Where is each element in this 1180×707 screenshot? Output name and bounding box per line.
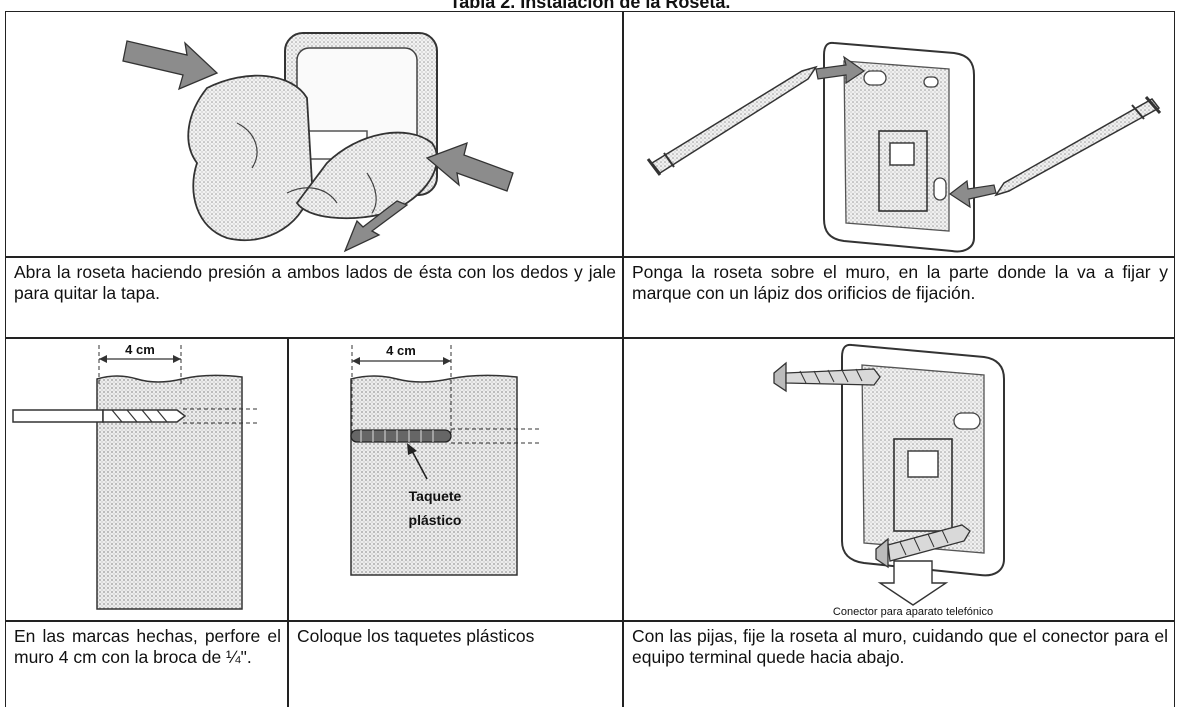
pencil-left-icon [646, 65, 818, 176]
illustration-plugs: 4 cm Taquete plástico [289, 339, 621, 619]
rosette-base-icon [823, 41, 975, 253]
press-arrow-right-icon [425, 141, 514, 192]
connector-down-arrow-icon [877, 560, 949, 606]
illustration-mark-holes [624, 13, 1174, 255]
illustration-screws: Conector para aparato telefónico [624, 339, 1174, 619]
illustration-drill: 4 cm [7, 339, 286, 619]
pointer-arrow-icon [407, 443, 428, 480]
pencil-right-icon [994, 96, 1162, 197]
wall-block-icon [350, 374, 518, 576]
hand-icon [187, 74, 438, 242]
wall-block-icon [96, 374, 243, 610]
plastic-plug-icon [350, 429, 452, 443]
vertical-divider-row2 [287, 337, 289, 707]
screw-bottom-icon [875, 524, 971, 569]
pull-arrow-down-icon [343, 200, 409, 253]
caption-plugs: Coloque los taquetes plásticos [297, 626, 535, 646]
screw-top-icon [773, 361, 881, 393]
connector-label: Conector para aparato telefónico [833, 606, 993, 618]
plug-measure-label: 4 cm [386, 343, 416, 358]
drill-measure-label: 4 cm [125, 342, 155, 357]
mark-arrow-top-icon [815, 55, 866, 85]
mark-arrow-bottom-icon [948, 179, 997, 209]
table-frame [5, 11, 1175, 707]
plug-label-line1: Taquete [409, 488, 462, 504]
caption-mark-holes: Ponga la roseta sobre el muro, en la par… [632, 262, 1168, 303]
horizontal-divider-1 [5, 256, 1175, 258]
horizontal-divider-3 [5, 620, 1175, 622]
caption-screws: Con las pijas, fije la roseta al muro, c… [632, 626, 1168, 667]
caption-open-rosette: Abra la roseta haciendo presión a ambos … [14, 262, 616, 303]
press-arrow-left-icon [122, 40, 219, 91]
plug-label-line2: plástico [409, 512, 462, 528]
horizontal-divider-2 [5, 337, 1175, 339]
measure-dimension-icon [98, 345, 182, 385]
vertical-divider-main [622, 11, 624, 707]
drill-bit-icon [12, 409, 187, 423]
measure-dimension-icon [351, 345, 452, 435]
caption-drill: En las marcas hechas, perfore el muro 4 … [14, 626, 281, 667]
rosette-base-icon [841, 343, 1005, 577]
illustration-open-rosette [7, 13, 621, 255]
table-title: Tabla 2. Instalación de la Roseta. [449, 0, 731, 12]
